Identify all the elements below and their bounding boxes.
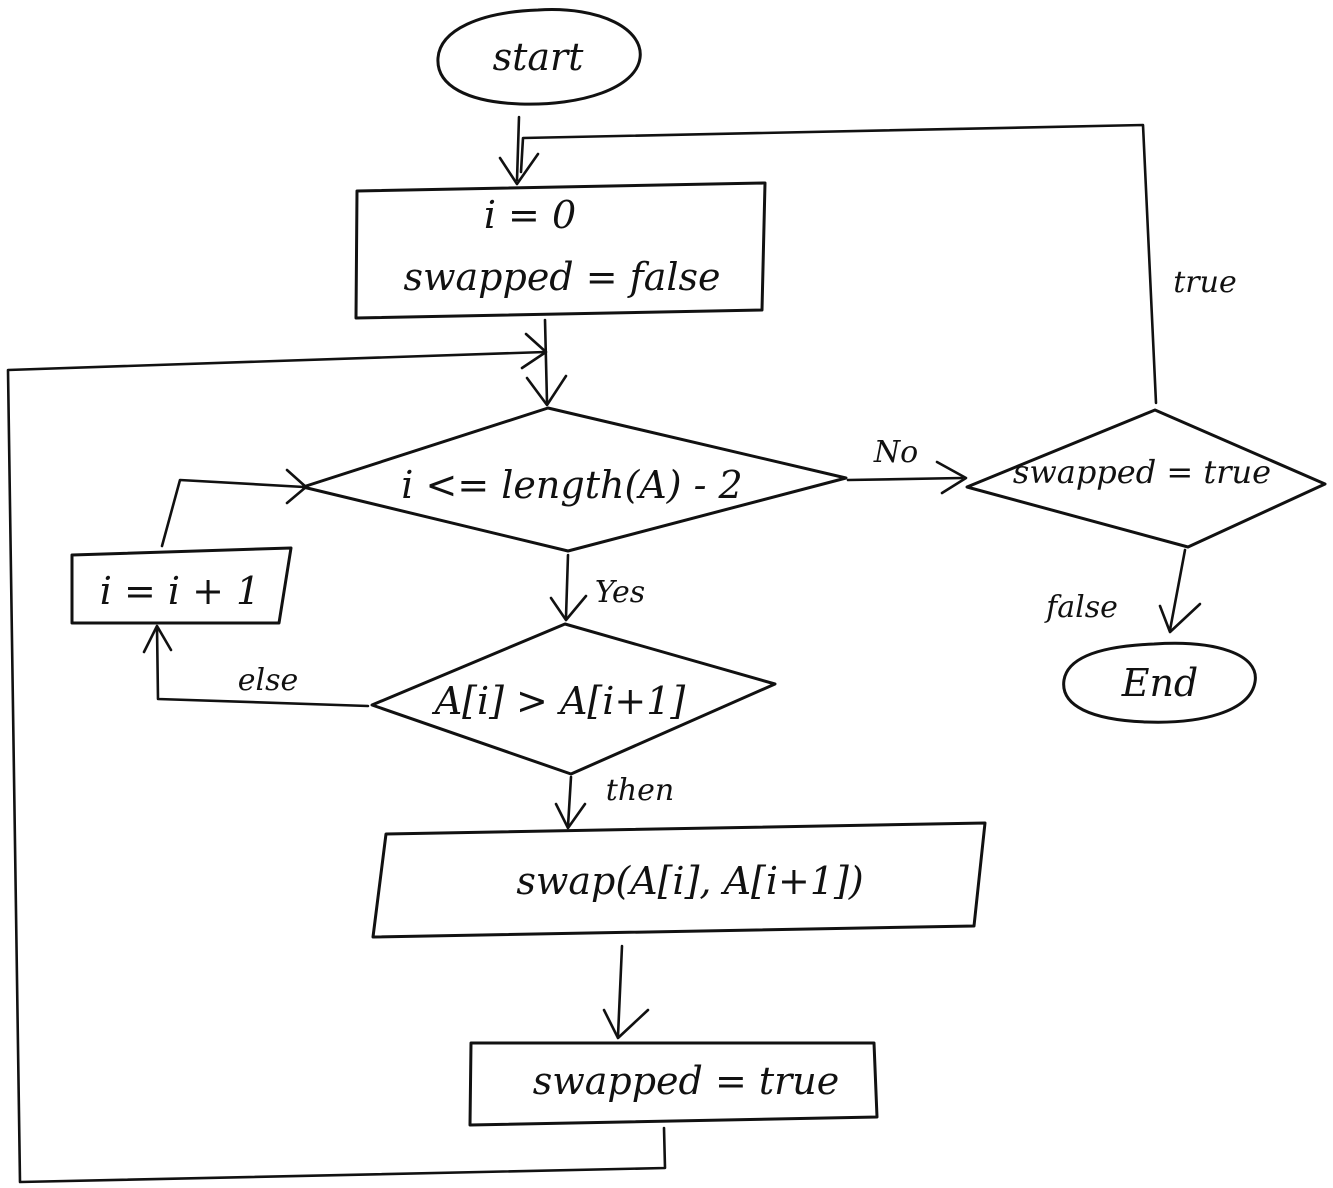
edge-start-to-init <box>498 115 540 186</box>
swap-node: swap(A[i], A[i+1]) <box>371 821 987 939</box>
swapped-check-node: swapped = true <box>965 408 1327 549</box>
edge-label-false: false <box>1044 590 1118 625</box>
edge-swap-to-set <box>602 944 650 1040</box>
edge-label-yes: Yes <box>595 575 645 610</box>
edge-set-to-loop <box>6 332 667 1184</box>
compare-node: A[i] > A[i+1] <box>370 622 777 776</box>
edge-compare-else: else <box>142 624 370 708</box>
edge-loop-no: No <box>846 435 968 495</box>
edge-label-no: No <box>873 435 918 470</box>
loop-check-node: i <= length(A) - 2 <box>301 406 848 553</box>
edge-label-else: else <box>238 663 299 698</box>
start-node: start <box>436 8 642 106</box>
edge-label-then: then <box>606 773 674 808</box>
edge-increment-to-loop <box>160 468 308 548</box>
edge-label-true: true <box>1173 265 1236 300</box>
set-swapped-label: swapped = true <box>533 1059 840 1103</box>
end-node: End <box>1062 641 1257 724</box>
set-swapped-node: swapped = true <box>468 1041 879 1127</box>
edge-compare-then: then <box>554 773 674 830</box>
compare-label: A[i] > A[i+1] <box>432 679 686 723</box>
edge-loop-yes: Yes <box>549 553 645 622</box>
init-label-line1: i = 0 <box>484 193 576 237</box>
edge-init-to-loop <box>525 318 568 407</box>
increment-node: i = i + 1 <box>70 546 293 625</box>
loop-check-label: i <= length(A) - 2 <box>401 463 742 507</box>
increment-label: i = i + 1 <box>100 569 260 613</box>
end-label: End <box>1121 661 1199 705</box>
init-label-line2: swapped = false <box>403 255 720 299</box>
start-label: start <box>493 35 585 79</box>
edge-swapped-false: false <box>1044 548 1202 634</box>
edge-swapped-true: true <box>519 123 1237 405</box>
swapped-check-label: swapped = true <box>1013 453 1271 491</box>
init-node: i = 0 swapped = false <box>354 181 767 320</box>
swap-label: swap(A[i], A[i+1]) <box>516 859 863 903</box>
